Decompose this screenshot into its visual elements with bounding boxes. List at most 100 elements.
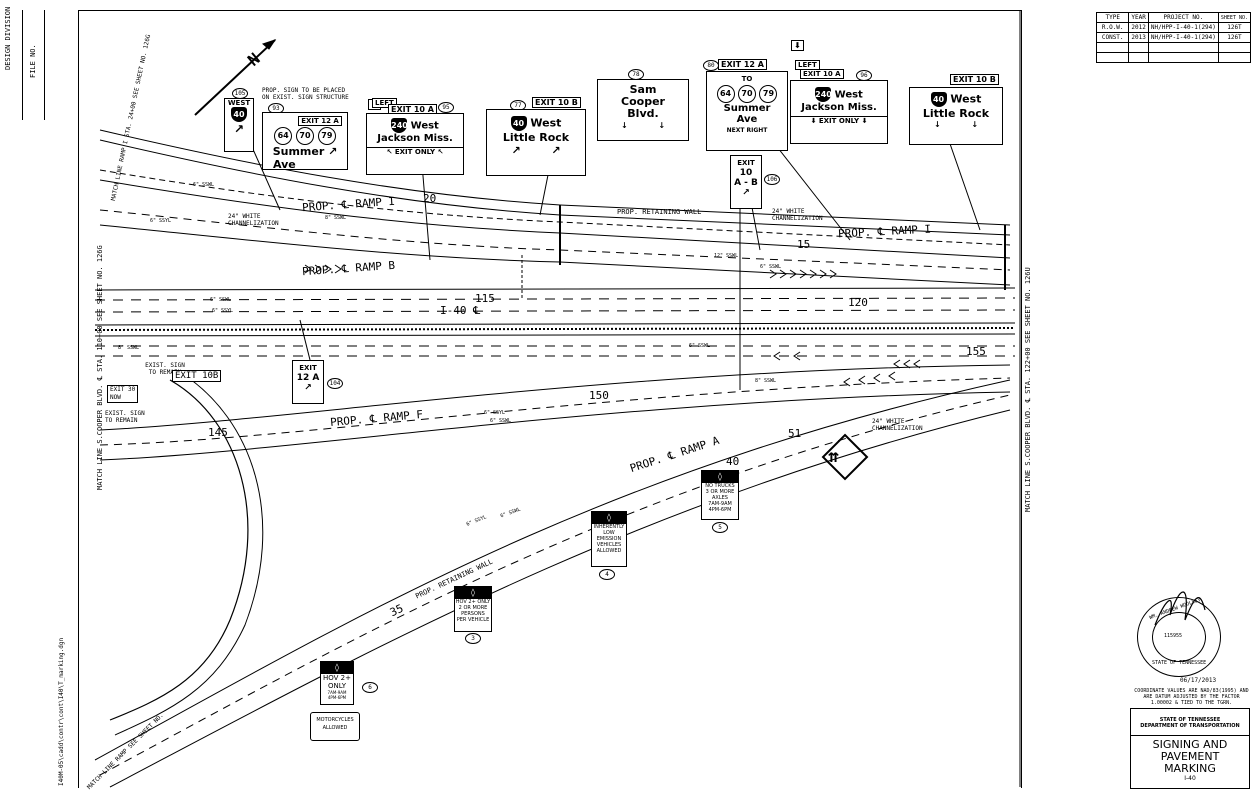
hov-sign-5-line: 4PM-6PM <box>708 507 732 513</box>
hov-sign-4-line: LOW <box>603 530 615 536</box>
sign-95-left-tab: LEFT <box>372 98 397 108</box>
sign-77-little-rock: 40 West Little Rock ↗ ↗ <box>486 109 586 176</box>
line-label: 6" SSWL <box>689 343 711 349</box>
hov-sign-4-line: VEHICLES <box>596 542 622 548</box>
sign-80-exit-tab: EXIT 12 A <box>718 59 767 70</box>
channelization-label-2: 24" WHITE CHANNELIZATION <box>772 208 823 222</box>
table-row: CONST. 2013 NH/HPP-I-40-1(294) 126T <box>1095 32 1251 43</box>
sign-80-summer-ave-next: TO 64 70 79 Summer Ave NEXT RIGHT <box>706 71 788 151</box>
sign-74b-dest: Little Rock <box>922 107 990 120</box>
sign-80-routes: 64 70 79 <box>707 85 787 103</box>
arrow-up-right-icon: ↗ <box>511 144 521 157</box>
arrow-up-right-icon: ↗ <box>328 145 338 158</box>
sign-78-sam-cooper: Sam Cooper Blvd. ↓ ↓ <box>597 79 689 141</box>
sign-96-exit-tab: EXIT 10 A <box>800 69 844 79</box>
table-row: R.O.W. 2012 NH/HPP-I-40-1(294) 126T <box>1095 22 1251 33</box>
arrow-up-right-icon: ↗ <box>304 383 312 393</box>
sign-78-line3: Blvd. <box>627 107 659 120</box>
station-145: 145 <box>208 426 228 439</box>
callout-80: 80 <box>703 60 719 71</box>
hov-sign-6-line: 4PM-6PM <box>327 695 347 700</box>
sign-96-jackson-miss: 240 West Jackson Miss. ⬇ EXIT ONLY ⬇ <box>790 80 888 144</box>
hov-sign-6-line: 7AM-9AM <box>327 690 347 695</box>
arrow-down-icon: ⬇ <box>810 117 817 125</box>
sign-78-arrows: ↓ ↓ <box>598 120 688 132</box>
sign-74b-arrows: ↓ ↓ <box>910 120 1002 129</box>
exit-30-label: EXIT 30 <box>110 386 136 393</box>
arrow-down-icon: ↓ <box>971 120 979 129</box>
us-route-shield-icon: 79 <box>317 127 336 145</box>
station-155: 155 <box>966 345 986 358</box>
station-15: 15 <box>797 238 811 251</box>
line-label: 6" SSYL <box>484 410 506 416</box>
hov-sign-5-line: 7AM-9AM <box>708 501 732 507</box>
hov-sign-4-line: INHERENTLY <box>593 524 625 530</box>
hov-sign-5-line: AXLES <box>712 495 728 501</box>
title-block-table: TYPE YEAR PROJECT NO. SHEET NO. R.O.W. 2… <box>1095 12 1251 63</box>
sign-96-dir: West <box>834 89 863 101</box>
sheet-title-4: I-40 <box>1184 775 1196 782</box>
sign-104-line2: 12 A <box>296 373 320 383</box>
sign-77-dest: Little Rock <box>502 131 570 144</box>
table-cell: 126T <box>1217 32 1251 43</box>
header-year: YEAR <box>1128 12 1149 23</box>
hov-sign-4: ◊ INHERENTLY LOW EMISSION VEHICLES ALLOW… <box>591 511 627 567</box>
seal-inner-ring: 115955 <box>1152 612 1206 662</box>
sign-104-line1: EXIT <box>299 364 317 372</box>
table-row <box>1095 42 1251 53</box>
arrow-down-icon: ⬇ <box>791 40 804 51</box>
station-150: 150 <box>589 389 609 402</box>
hov-sign-3: ◊ HOV 2+ ONLY 2 OR MORE PERSONS PER VEHI… <box>454 586 492 632</box>
hov-sign-3-line: PER VEHICLE <box>456 617 490 623</box>
sign-106-line3: A - B <box>734 178 758 188</box>
sign-105-dir: WEST <box>227 99 251 107</box>
coordinate-note: COORDINATE VALUES ARE NAD/83(1995) AND A… <box>1134 688 1249 706</box>
sign-105-west-40: WEST 40 ↗ <box>224 98 254 152</box>
station-120: 120 <box>848 296 868 309</box>
arrow-down-icon: ↓ <box>658 121 666 130</box>
table-cell: CONST. <box>1095 32 1130 43</box>
plaque-line: MOTORCYCLES <box>316 717 354 723</box>
header-project: PROJECT NO. <box>1147 12 1219 23</box>
sign-80-to: TO <box>741 75 753 83</box>
plaque-line: ALLOWED <box>322 725 348 731</box>
line-label: 6" SSWL <box>210 297 232 303</box>
exist-sign-note-1: EXIST. SIGN TO REMAIN <box>145 362 185 376</box>
sign-93-routes: 64 70 79 <box>263 127 347 145</box>
hov-sign-5-line: 3 OR MORE <box>705 489 735 495</box>
line-label: 6" SSWL <box>490 418 512 424</box>
sign-96-route-row: 240 West <box>791 87 887 102</box>
callout-5: 5 <box>712 522 728 533</box>
us-route-shield-icon: 70 <box>296 127 314 145</box>
seal-date: 06/17/2013 <box>1180 677 1217 684</box>
callout-106: 106 <box>764 174 780 185</box>
sign-95-jackson-miss: 240 West Jackson Miss. ↖ EXIT ONLY ↖ <box>366 113 464 175</box>
sign-104-exit-12a: EXIT 12 A ↗ <box>292 360 324 404</box>
sign-77-route-row: 40 West <box>487 116 585 131</box>
exit-30-sign: EXIT 30 NOW <box>107 385 139 403</box>
interstate-shield-icon: 40 <box>930 92 947 107</box>
line-label: 6" SSWL <box>760 264 782 270</box>
arrow-up-left-icon: ↖ <box>437 148 444 156</box>
callout-3: 3 <box>465 633 481 644</box>
match-line-right: MATCH LINE S.COOPER BLVD. ℄ STA. 122+00 … <box>1024 267 1032 512</box>
channelization-label-1: 24" WHITE CHANNELIZATION <box>228 213 279 227</box>
us-route-shield-icon: 79 <box>759 85 778 103</box>
line-label: 8" SSWL <box>118 345 140 351</box>
sign-93-line2: Ave <box>273 158 296 171</box>
sign-93-summer-ave: EXIT 12 A 64 70 79 Summer ↗ Ave <box>262 112 348 171</box>
arrow-down-icon: ⬇ <box>861 117 868 125</box>
line-label: 8" SSWL <box>325 215 347 221</box>
sign-93-line1: Summer ↗ <box>263 145 347 158</box>
sign-95-dest: Jackson Miss. <box>377 133 453 144</box>
interstate-shield-icon: 40 <box>510 116 527 131</box>
sign-93-line1-text: Summer <box>272 145 325 158</box>
sign-95-dir: West <box>410 120 439 132</box>
sign-93-exit-tab: EXIT 12 A <box>298 116 342 126</box>
us-route-shield-icon: 64 <box>716 85 735 103</box>
station-115: 115 <box>475 292 495 305</box>
exit-30-now: NOW <box>110 394 121 401</box>
table-cell: 126T <box>1217 22 1251 33</box>
sheet-title-1: SIGNING AND <box>1152 738 1228 751</box>
